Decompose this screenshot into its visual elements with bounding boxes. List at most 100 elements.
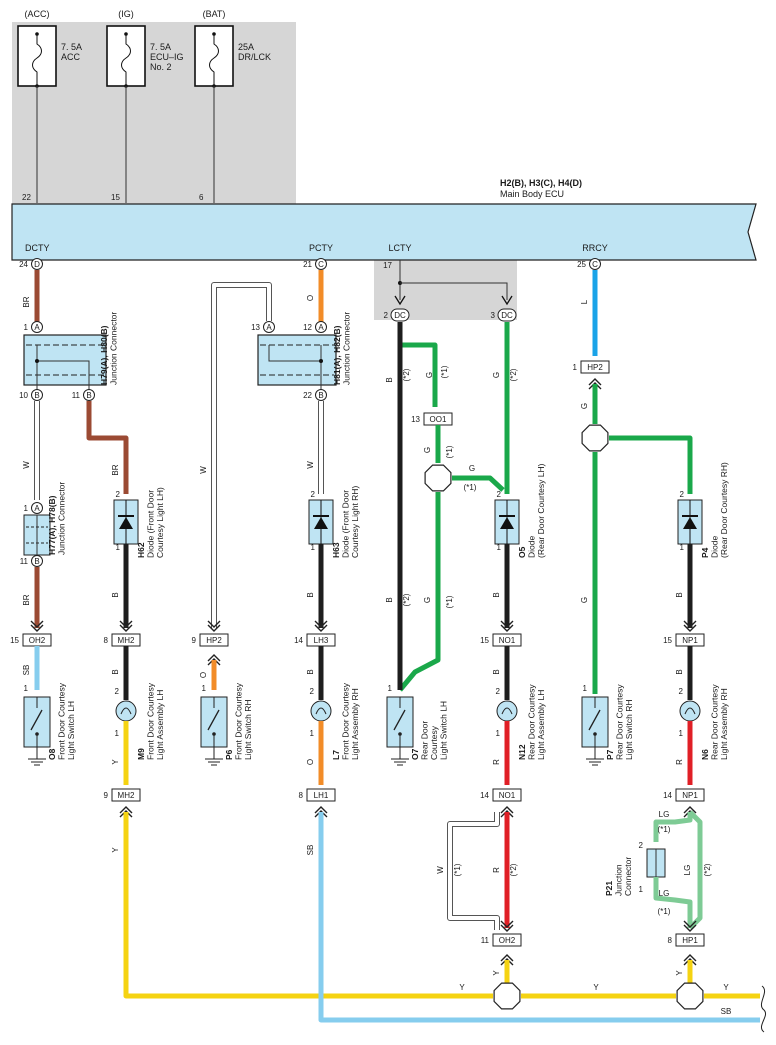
wire-label: O: [306, 295, 315, 301]
ecu-pin-lcty-num: 17: [383, 261, 392, 270]
connector-box: [580, 360, 610, 374]
wire-label: SB: [306, 845, 315, 856]
fuse-icon: [121, 34, 131, 86]
lamp-label: Front Door Courtesy: [146, 682, 156, 760]
jc-pin: [31, 389, 43, 401]
ecu-output-label: DCTY: [25, 243, 50, 253]
jc-pin: [31, 321, 43, 333]
switch-label: Light Switch LH: [439, 701, 449, 760]
jc-pin-num: 1: [24, 504, 29, 513]
connector-pin: 14: [480, 791, 489, 800]
splice-y-rh: [676, 982, 704, 1010]
wire-g-to-oo1: [397, 322, 438, 407]
switch-p6-blade: [207, 709, 220, 731]
lcty-arrow: [394, 295, 406, 306]
diode-label: (Rear Door Courtesy LH): [536, 463, 546, 558]
ecu-pin-pcty-num: 21: [303, 260, 312, 269]
switch-o7-blade: [393, 709, 406, 731]
jc-label: H81(A), H82(B): [332, 325, 342, 385]
switch-p7-blade: [588, 709, 601, 731]
lcty-branch: [400, 282, 508, 300]
lamp-n6: [679, 700, 701, 722]
wire-note: (*2): [509, 863, 518, 876]
lamp-label: M9: [136, 748, 146, 760]
connector-chevron: [500, 954, 514, 966]
ecu-pin-dc-lh-num: 2: [384, 311, 389, 320]
connector-chevron: [683, 954, 697, 966]
p21-pin: 1: [639, 885, 644, 894]
wire-note: (*1): [445, 445, 454, 458]
jc-dot: [319, 359, 323, 363]
diode-label: Diode: [527, 536, 537, 558]
wire-label: L: [580, 299, 589, 304]
junction-connector-h81: [257, 334, 337, 386]
ecu-output-label: RRCY: [582, 243, 608, 253]
jc-label: Junction Connector: [57, 482, 67, 555]
connector-chevron: [119, 620, 133, 632]
ecu-pin-dc-rh-letter: DC: [501, 311, 513, 320]
switch-label: Rear Door: [420, 721, 430, 760]
connector-pin: 13: [411, 415, 420, 424]
ecu-output-label: PCTY: [309, 243, 333, 253]
connector-id: HP2: [206, 636, 222, 645]
connector-box: [675, 788, 705, 802]
lamp-m9-filament: [120, 707, 132, 715]
diode-label: H63: [331, 542, 341, 558]
jc-label: H77(A), H78(B): [47, 495, 57, 555]
fuse-amp: 25A: [238, 42, 254, 52]
connector-chevron: [500, 920, 514, 932]
wire-label: B: [306, 669, 315, 674]
connector-id: MH2: [118, 791, 135, 800]
connector-chevron: [588, 378, 602, 390]
wire-label: G: [423, 597, 432, 603]
wire-label: BR: [111, 464, 120, 475]
continuation-break: [760, 985, 766, 1033]
lamp-label: Light Assembly LH: [536, 690, 546, 760]
lamp-l7-filament: [315, 707, 327, 715]
wire-note: (*1): [453, 863, 462, 876]
diode-label: O5: [517, 546, 527, 558]
diode-label: Courtesy Light RH): [350, 486, 360, 558]
jc-pin: [83, 389, 95, 401]
connector-box: [675, 933, 705, 947]
diode-pin: 1: [311, 543, 316, 552]
jc-label: Junction Connector: [109, 312, 119, 385]
connector-id: HP1: [682, 936, 698, 945]
diode-label: H62: [136, 542, 146, 558]
jc-pin-letter: A: [34, 323, 40, 332]
connector-chevron: [500, 620, 514, 632]
wire-label: BR: [22, 296, 31, 307]
switch-label: O8: [47, 748, 57, 760]
lamp-n12-filament: [501, 707, 513, 715]
connector-id: OH2: [499, 936, 516, 945]
lamp-n12: [496, 700, 518, 722]
connector-pin: 15: [10, 636, 19, 645]
jc-pin-num: 22: [303, 391, 312, 400]
wire-label: B: [492, 592, 501, 597]
lamp-pin: 1: [496, 729, 501, 738]
ecu-pin-rrcy-num: 25: [577, 260, 586, 269]
jc-pin: [31, 502, 43, 514]
diode-label: Diode (Front Door: [146, 490, 156, 558]
diode-pin: 2: [311, 490, 316, 499]
diode-label: P4: [700, 547, 710, 558]
connector-box: [492, 788, 522, 802]
wire-label: O: [306, 759, 315, 765]
switch-o8-blade: [30, 709, 43, 731]
jc-dot: [35, 359, 39, 363]
ecu-input-pin: 22: [22, 193, 31, 202]
lamp-pin: 1: [310, 729, 315, 738]
diode-pin: 1: [116, 543, 121, 552]
jc-pin-letter: B: [318, 391, 323, 400]
jc-pin-num: 11: [20, 557, 29, 566]
wire-label: B: [111, 592, 120, 597]
connector-id: HP2: [587, 363, 603, 372]
fuse-name: ACC: [61, 52, 81, 62]
switch-label: Light Switch RH: [624, 700, 634, 760]
switch-label: P6: [224, 749, 234, 760]
switch-label: Courtesy: [429, 725, 439, 760]
connector-chevron: [207, 654, 221, 666]
switch-pin: 1: [583, 684, 588, 693]
ecu-pin-dc-lh-letter: DC: [394, 311, 406, 320]
wire-w-to-hp2: [212, 283, 271, 628]
